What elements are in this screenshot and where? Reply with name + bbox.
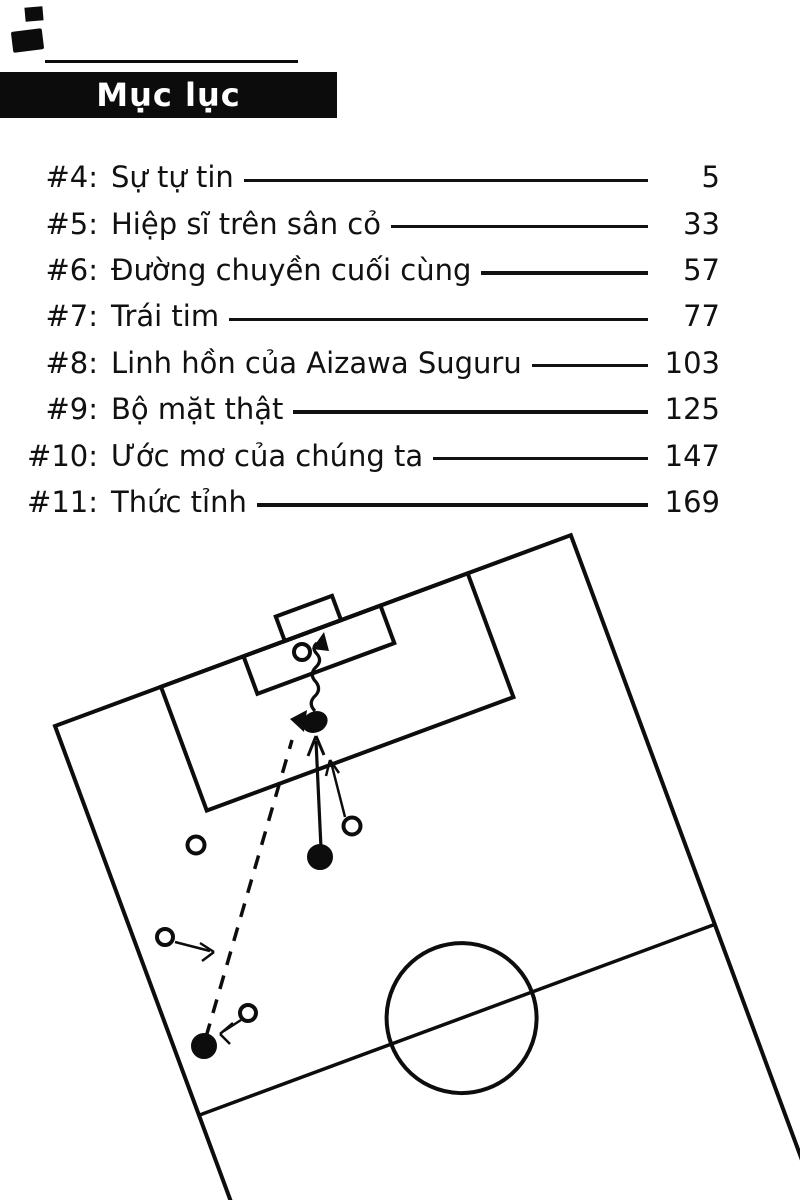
defender-arrow-left (174, 940, 211, 953)
page-number: 125 (664, 392, 720, 427)
white-player (238, 1003, 258, 1023)
chapter-title: Linh hồn của Aizawa Suguru (111, 345, 522, 380)
run-arrow (314, 740, 323, 849)
chapter-title: Hiệp sĩ trên sân cỏ (111, 206, 381, 241)
chapter-number: #5: (45, 206, 98, 241)
scan-artifact-streak (45, 60, 298, 63)
field-boundary (52, 532, 800, 1200)
chapter-title: Thức tỉnh (111, 484, 247, 519)
page-number: 5 (701, 160, 720, 195)
page-number: 77 (683, 299, 720, 334)
page-number: 33 (683, 206, 720, 241)
chapter-number: #11: (27, 484, 98, 519)
page-number: 103 (664, 345, 720, 380)
chapter-number: #7: (45, 299, 98, 334)
chapter-title: Ước mơ của chúng ta (111, 438, 424, 473)
toc-row: #7: Trái tim 77 (20, 293, 720, 339)
shot-squiggle-arrow (309, 641, 322, 713)
chapter-title: Bộ mặt thật (111, 392, 284, 427)
leader-line (531, 364, 648, 368)
chapter-number: #4: (45, 160, 98, 195)
leader-line (229, 317, 648, 322)
toc-row: #9: Bộ mặt thật 125 (20, 386, 720, 432)
defender-arrowhead-icon (199, 941, 215, 962)
page-number: 169 (664, 484, 720, 519)
goal (273, 593, 344, 644)
toc-row: #8: Linh hồn của Aizawa Suguru 103 (20, 340, 720, 386)
movement-arrows (174, 632, 347, 1045)
table-of-contents: #4: Sự tự tin 5 #5: Hiệp sĩ trên sân cỏ … (20, 154, 720, 525)
support-run-arrow (330, 765, 347, 818)
white-player (341, 815, 363, 837)
page-number: 57 (683, 252, 720, 287)
shot-arrowhead-icon (312, 632, 329, 651)
chapter-title: Sự tự tin (111, 160, 234, 195)
page-number: 147 (664, 438, 720, 473)
pass-arrowhead-icon (290, 710, 307, 732)
leader-line (481, 271, 648, 275)
chapter-number: #8: (45, 345, 98, 380)
chapter-number: #9: (45, 392, 98, 427)
white-player (185, 834, 207, 856)
leader-line (433, 456, 648, 461)
leader-line (256, 503, 648, 507)
black-player-runner (307, 844, 333, 870)
defender-arrowhead-icon (219, 1022, 234, 1045)
toc-row: #4: Sự tự tin 5 (20, 154, 720, 200)
white-player (155, 927, 175, 947)
run-arrowhead-icon (306, 735, 326, 757)
black-player-receiver (302, 711, 328, 733)
leader-line (293, 410, 648, 414)
center-circle (384, 941, 539, 1096)
leader-line (243, 178, 648, 182)
black-player-passer (191, 1033, 217, 1059)
halfway-line (198, 922, 716, 1117)
toc-row: #6: Đường chuyền cuối cùng 57 (20, 247, 720, 293)
chapter-title: Trái tim (111, 299, 220, 334)
support-arrowhead-icon (324, 759, 341, 777)
toc-row: #11: Thức tỉnh 169 (20, 479, 720, 525)
title-bar: Mục lục (0, 72, 337, 118)
field-lines (52, 532, 800, 1200)
chapter-title: Đường chuyền cuối cùng (111, 252, 472, 287)
goalkeeper-white-player (292, 642, 312, 662)
page-title: Mục lục (96, 76, 241, 114)
chapter-number: #6: (45, 252, 98, 287)
leader-line (390, 224, 648, 229)
players (155, 642, 363, 1059)
toc-row: #5: Hiệp sĩ trên sân cỏ 33 (20, 200, 720, 246)
dashed-pass-arrow (204, 739, 294, 1038)
chapter-number: #10: (27, 438, 98, 473)
toc-row: #10: Ước mơ của chúng ta 147 (20, 432, 720, 478)
